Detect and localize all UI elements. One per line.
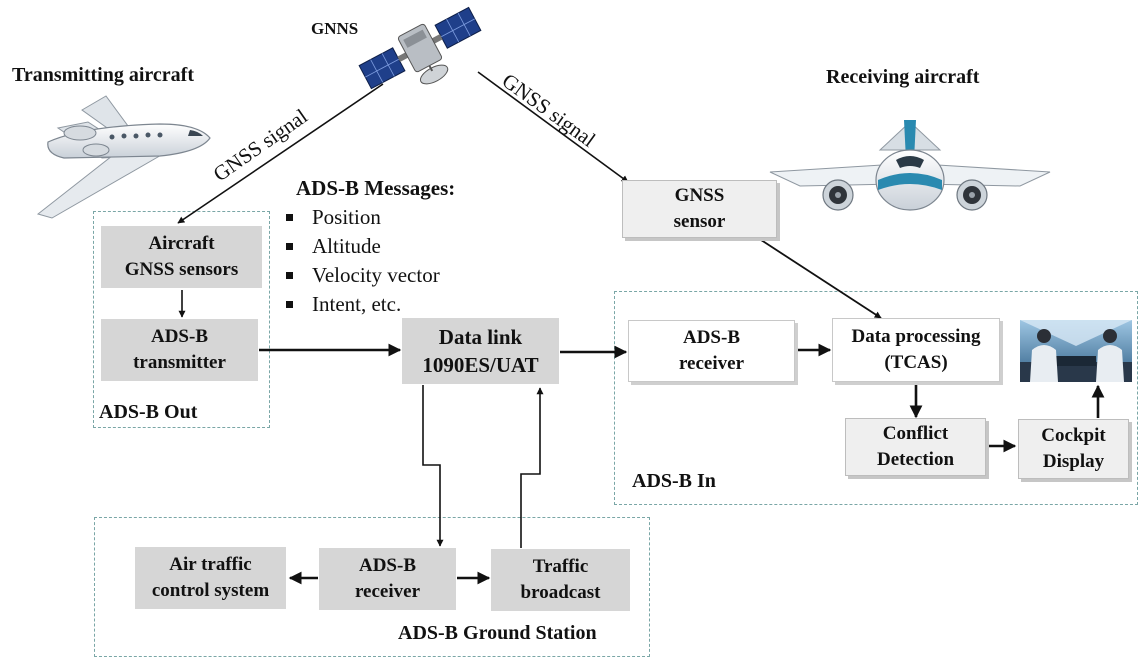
airliner-icon <box>769 120 1051 211</box>
message-item-altitude: Altitude <box>284 232 440 261</box>
data-processing-box: Data processing(TCAS) <box>832 318 1000 382</box>
message-item-velocity: Velocity vector <box>284 261 440 290</box>
gnns-label: GNNS <box>311 19 359 38</box>
ground-station-title: ADS-B Ground Station <box>398 622 597 644</box>
adsb-in-title: ADS-B In <box>632 470 716 492</box>
adsb-out-title: ADS-B Out <box>99 401 198 423</box>
receiving-aircraft-label: Receiving aircraft <box>826 66 980 88</box>
adsb-out-region <box>93 211 270 428</box>
adsb-in-region <box>614 291 1138 505</box>
business-jet-icon <box>36 95 211 219</box>
gnss-signal-arrow-left <box>177 83 384 224</box>
message-item-intent: Intent, etc. <box>284 290 440 319</box>
adsb-messages-list: Position Altitude Velocity vector Intent… <box>284 203 440 319</box>
message-item-position: Position <box>284 203 440 232</box>
datalink-to-ground-arrow <box>422 385 444 547</box>
cockpit-crew-icon <box>1020 320 1132 382</box>
gnss-to-processing-arrow <box>757 237 882 319</box>
satellite-icon <box>358 6 482 90</box>
ground-to-datalink-arrow <box>520 387 544 548</box>
transmitting-aircraft-label: Transmitting aircraft <box>12 64 195 86</box>
gnss-signal-arrow-right <box>477 71 629 183</box>
adsb-messages-title: ADS-B Messages: <box>296 176 456 200</box>
